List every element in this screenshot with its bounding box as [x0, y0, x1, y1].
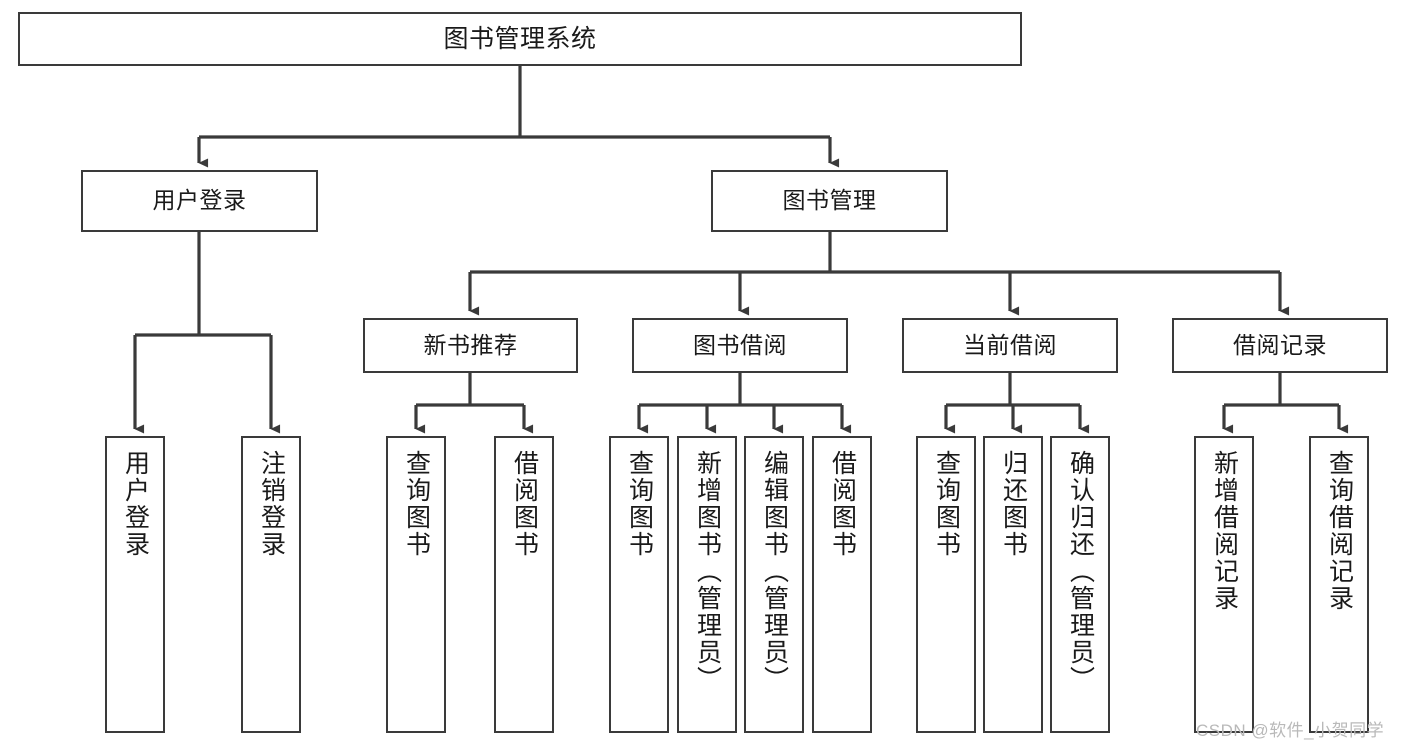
node-leaf-add-book[interactable]: 新增图书（管理员）: [677, 436, 737, 733]
node-root-system[interactable]: 图书管理系统: [18, 12, 1022, 66]
node-leaf-return-book-label: 归还图书: [999, 450, 1028, 558]
node-leaf-user-login[interactable]: 用户登录: [105, 436, 165, 733]
node-leaf-return-book[interactable]: 归还图书: [983, 436, 1043, 733]
node-user-login[interactable]: 用户登录: [81, 170, 318, 232]
node-leaf-query-book-3-label: 查询图书: [932, 450, 961, 558]
node-borrow-record[interactable]: 借阅记录: [1172, 318, 1388, 373]
node-leaf-query-book-2[interactable]: 查询图书: [609, 436, 669, 733]
node-leaf-query-book-2-label: 查询图书: [625, 450, 654, 558]
node-leaf-edit-book[interactable]: 编辑图书（管理员）: [744, 436, 804, 733]
node-root-system-label: 图书管理系统: [443, 25, 597, 53]
node-leaf-logout-login-label: 注销登录: [257, 450, 286, 558]
node-leaf-confirm-return-label: 确认归还（管理员）: [1066, 450, 1095, 693]
node-leaf-query-book-1-label: 查询图书: [402, 450, 431, 558]
node-leaf-confirm-return[interactable]: 确认归还（管理员）: [1050, 436, 1110, 733]
node-leaf-borrow-book-1[interactable]: 借阅图书: [494, 436, 554, 733]
node-leaf-query-record[interactable]: 查询借阅记录: [1309, 436, 1369, 733]
node-leaf-borrow-book-2-label: 借阅图书: [828, 450, 857, 558]
node-borrow-record-label: 借阅记录: [1233, 331, 1327, 358]
node-leaf-logout-login[interactable]: 注销登录: [241, 436, 301, 733]
watermark-text: CSDN @软件_小贺同学: [1196, 721, 1385, 740]
node-new-book-recommend[interactable]: 新书推荐: [363, 318, 578, 373]
node-leaf-query-record-label: 查询借阅记录: [1325, 450, 1354, 612]
node-book-management-label: 图书管理: [782, 187, 877, 214]
node-current-borrow-label: 当前借阅: [963, 331, 1057, 358]
node-book-borrow[interactable]: 图书借阅: [632, 318, 848, 373]
node-book-management[interactable]: 图书管理: [711, 170, 948, 232]
node-leaf-borrow-book-1-label: 借阅图书: [510, 450, 539, 558]
node-new-book-recommend-label: 新书推荐: [423, 331, 518, 358]
node-current-borrow[interactable]: 当前借阅: [902, 318, 1118, 373]
node-leaf-query-book-1[interactable]: 查询图书: [386, 436, 446, 733]
node-leaf-add-record-label: 新增借阅记录: [1210, 450, 1239, 612]
node-user-login-label: 用户登录: [152, 187, 247, 214]
node-leaf-add-record[interactable]: 新增借阅记录: [1194, 436, 1254, 733]
node-leaf-user-login-label: 用户登录: [121, 450, 150, 558]
node-book-borrow-label: 图书借阅: [693, 331, 787, 358]
node-leaf-query-book-3[interactable]: 查询图书: [916, 436, 976, 733]
node-leaf-edit-book-label: 编辑图书（管理员）: [760, 450, 789, 693]
node-leaf-add-book-label: 新增图书（管理员）: [693, 450, 722, 693]
node-leaf-borrow-book-2[interactable]: 借阅图书: [812, 436, 872, 733]
